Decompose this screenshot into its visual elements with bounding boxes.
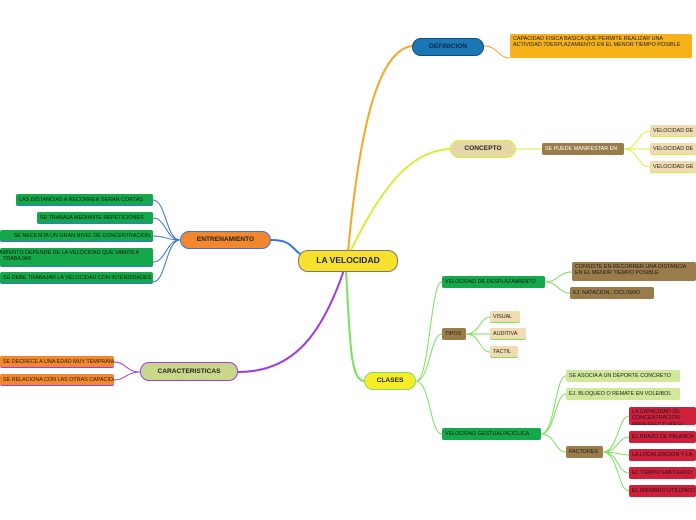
entrenamiento-item-4[interactable]: EL ENTRENAMIENTO DEPENDE DE LA VELOCIDAD… — [0, 248, 153, 267]
entrenamiento-item-5[interactable]: SE DEBE TRABAJAR LA VELOCIDAD CON INTENS… — [0, 272, 153, 284]
factor-item-4[interactable]: EL TIEMPO EMPLEADO — [629, 467, 696, 479]
tipos-item-visual[interactable]: VISUAL — [490, 311, 520, 323]
clases-gestual[interactable]: VELOCIDAD GESTUAL/ACICLICA — [442, 428, 541, 440]
entrenamiento-item-1[interactable]: LAS DISTANCIAS A RECORRER SERAN CORTAS — [16, 194, 153, 206]
line-factores-items — [602, 415, 630, 492]
gestual-item-1[interactable]: SE ASOCIA A UN DEPORTE CONCRETO — [566, 370, 680, 382]
entrenamiento-item-3[interactable]: SE NECESITA UN GRAN NIVEL DE CONCENTRACI… — [0, 230, 153, 242]
topic-entrenamiento[interactable]: ENTRENAMIENTO — [180, 231, 271, 249]
line-concepto — [349, 148, 451, 253]
concepto-item-2[interactable]: VELOCIDAD DE — [650, 143, 696, 155]
line-tipos-items — [465, 316, 491, 353]
concepto-item-3[interactable]: VELOCIDAD GE — [650, 161, 696, 173]
line-caracteristicas — [237, 269, 345, 373]
line-entrenamiento-items — [152, 199, 181, 283]
factor-item-1[interactable]: LA CAPACIDAD DE CONCENTRACION PARA EFECT… — [629, 407, 696, 425]
line-gestual-items — [540, 375, 567, 453]
line-clases — [345, 269, 365, 382]
line-definicion-text — [483, 45, 511, 59]
definicion-text[interactable]: CAPACIDAD FISICA BASICA QUE PERMITE REAL… — [510, 34, 692, 58]
line-caracteristicas-items — [113, 361, 141, 381]
topic-definicion[interactable]: DEFINICION — [412, 38, 484, 56]
topic-concepto[interactable]: CONCEPTO — [450, 140, 516, 158]
central-topic[interactable]: LA VELOCIDAD — [298, 250, 398, 272]
line-concepto-items — [623, 130, 651, 168]
tipos-item-tactil[interactable]: TACTIL — [490, 346, 518, 358]
caracteristicas-item-2[interactable]: SE RELACIONA CON LAS OTRAS CAPACIDADES — [0, 374, 114, 386]
topic-caracteristicas[interactable]: CARACTERISTICAS — [140, 362, 238, 381]
topic-clases[interactable]: CLASES — [364, 372, 416, 390]
factor-item-5[interactable]: EL MIEMBRO UTILIZADO — [629, 485, 696, 497]
gestual-factores[interactable]: FACTORES — [566, 446, 603, 458]
desplazamiento-item-1[interactable]: CONSISTE EN RECORRER UNA DISTANCIA EN EL… — [572, 262, 696, 281]
line-clases-branches — [415, 281, 443, 435]
factor-item-3[interactable]: LA LOCALIZACION Y LA — [629, 449, 696, 461]
tipos-item-auditiva[interactable]: AUDITIVA — [490, 328, 526, 340]
gestual-item-2[interactable]: EJ. BLOQUEO O REMATE EN VOLEIBOL — [566, 388, 680, 400]
desplazamiento-item-2[interactable]: EJ. NATACION , CICLISMO — [570, 287, 654, 299]
concepto-sub[interactable]: SE PUEDE MANIFESTAR EN — [542, 143, 624, 155]
caracteristicas-item-1[interactable]: SE DECRECE A UNA EDAD MUY TEMPRANA — [0, 356, 114, 368]
line-desplazamiento-items — [544, 271, 573, 294]
line-definicion — [347, 45, 413, 253]
entrenamiento-item-2[interactable]: SE TRABAJA MEDIANTE REPETICIONES — [37, 212, 153, 224]
factor-item-2[interactable]: EL BRAZO DE PALANCA — [629, 431, 696, 443]
concepto-item-1[interactable]: VELOCIDAD DE — [650, 125, 696, 137]
clases-tipos[interactable]: TIPOS — [442, 328, 466, 340]
line-entrenamiento — [270, 239, 301, 255]
clases-desplazamiento[interactable]: VELOCIDAD DE DESPLAZAMIENTO — [442, 276, 545, 288]
